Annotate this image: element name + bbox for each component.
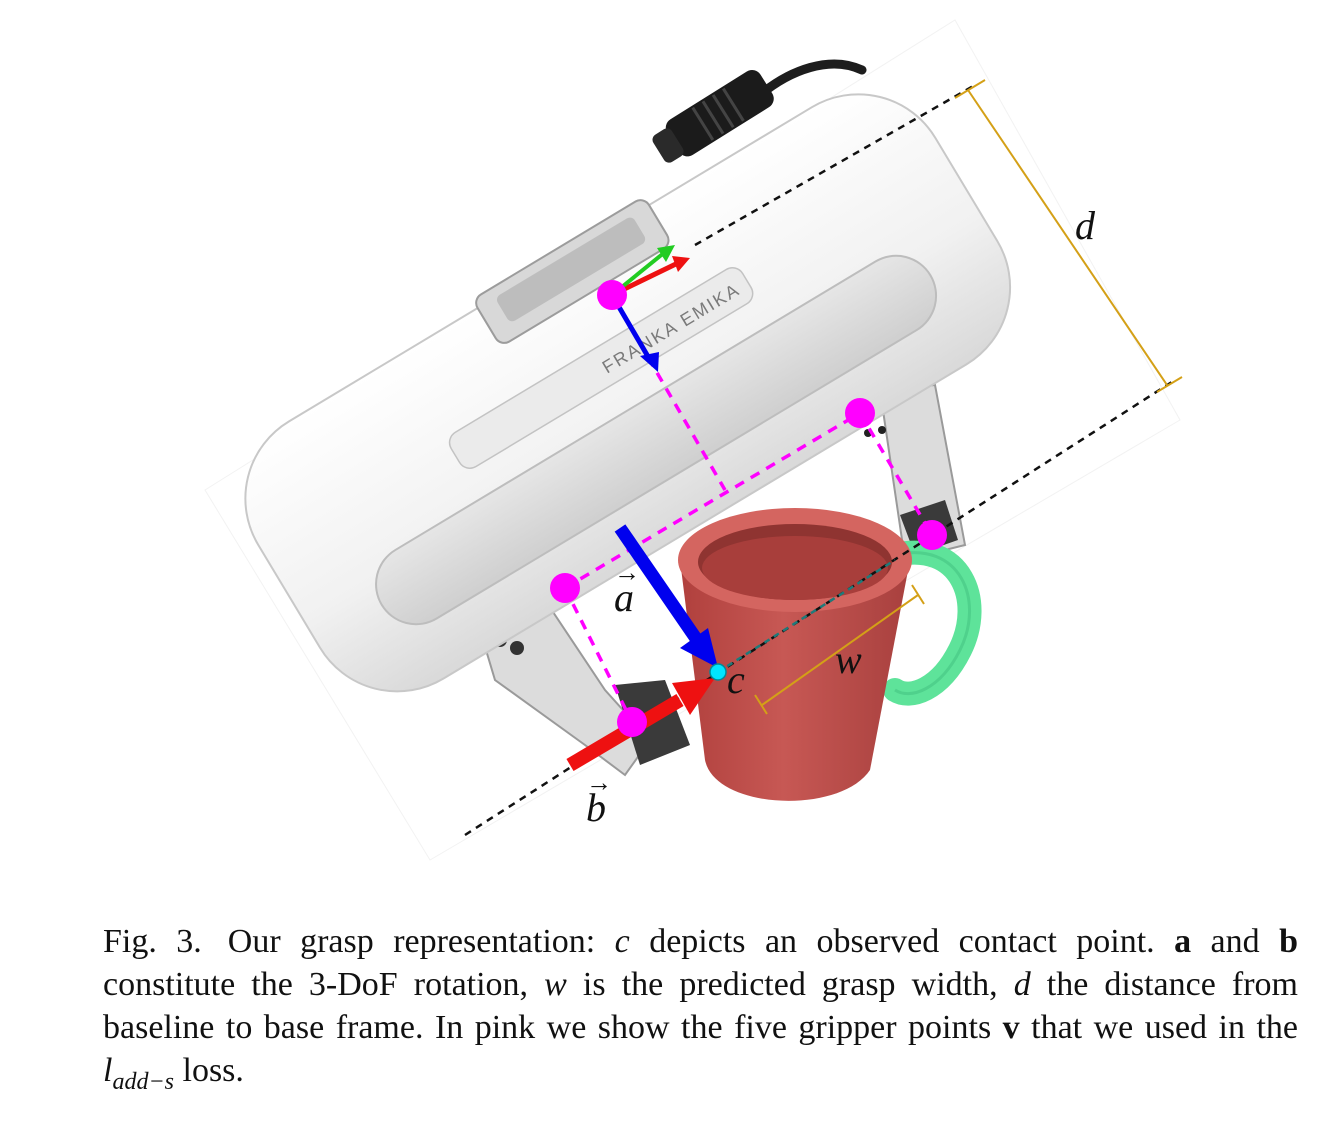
caption-b: b bbox=[1279, 923, 1299, 960]
contact-point-marker bbox=[709, 663, 727, 681]
caption-c: c bbox=[614, 923, 630, 960]
label-a-group: → a bbox=[612, 560, 642, 620]
caption-text: loss. bbox=[174, 1052, 244, 1089]
caption-text: is the predicted grasp width, bbox=[566, 966, 1014, 1003]
gripper-point-marker bbox=[617, 707, 647, 737]
gripper-point-marker bbox=[550, 573, 580, 603]
dimension-d bbox=[954, 79, 1183, 393]
base-frame bbox=[609, 245, 690, 372]
baseline-bottom bbox=[464, 378, 1176, 837]
arrow-a bbox=[614, 524, 718, 668]
label-w: w bbox=[835, 637, 862, 682]
vector-arrow-a-icon: → bbox=[614, 558, 640, 587]
gripper-body: FRANKA EMIKA bbox=[244, 93, 1012, 693]
grasp-figure-svg: FRANKA EMIKA bbox=[204, 19, 1183, 861]
figure: FRANKA EMIKA bbox=[204, 19, 1183, 861]
label-b: b bbox=[586, 785, 606, 830]
caption-a: a bbox=[1174, 923, 1192, 960]
caption-w: w bbox=[544, 966, 567, 1003]
label-c: c bbox=[727, 657, 745, 702]
caption-text: constitute the 3-DoF rotation, bbox=[103, 966, 545, 1003]
label-b-group: → b bbox=[584, 770, 614, 830]
label-d: d bbox=[1075, 203, 1095, 248]
gripper-point-marker bbox=[597, 280, 627, 310]
gripper-point-markers bbox=[550, 280, 947, 737]
dimension-w bbox=[754, 584, 925, 715]
connector bbox=[652, 70, 774, 163]
contact-line bbox=[717, 558, 896, 674]
cable bbox=[755, 59, 867, 100]
caption-d: d bbox=[1013, 966, 1031, 1003]
caption-l-subscript: add−s bbox=[112, 1069, 174, 1095]
caption-text: the distance from baseline to base frame… bbox=[103, 966, 1299, 1046]
caption-l: l bbox=[103, 1052, 113, 1089]
caption-text: and bbox=[1191, 923, 1280, 960]
caption-v: v bbox=[1002, 1009, 1020, 1046]
figure-caption: Fig. 3. Our grasp representation: c depic… bbox=[103, 920, 1298, 1104]
label-a: a bbox=[614, 575, 634, 620]
caption-text: Our grasp representation: bbox=[227, 923, 615, 960]
gripper-point-marker bbox=[917, 520, 947, 550]
baseline-top bbox=[694, 83, 976, 247]
caption-text: depicts an observed contact point. bbox=[629, 923, 1175, 960]
caption-fig-label: Fig. 3. bbox=[103, 923, 202, 960]
vector-arrow-b-icon: → bbox=[586, 768, 612, 797]
gripper-point-marker bbox=[845, 398, 875, 428]
caption-text: that we used in the bbox=[1019, 1009, 1298, 1046]
